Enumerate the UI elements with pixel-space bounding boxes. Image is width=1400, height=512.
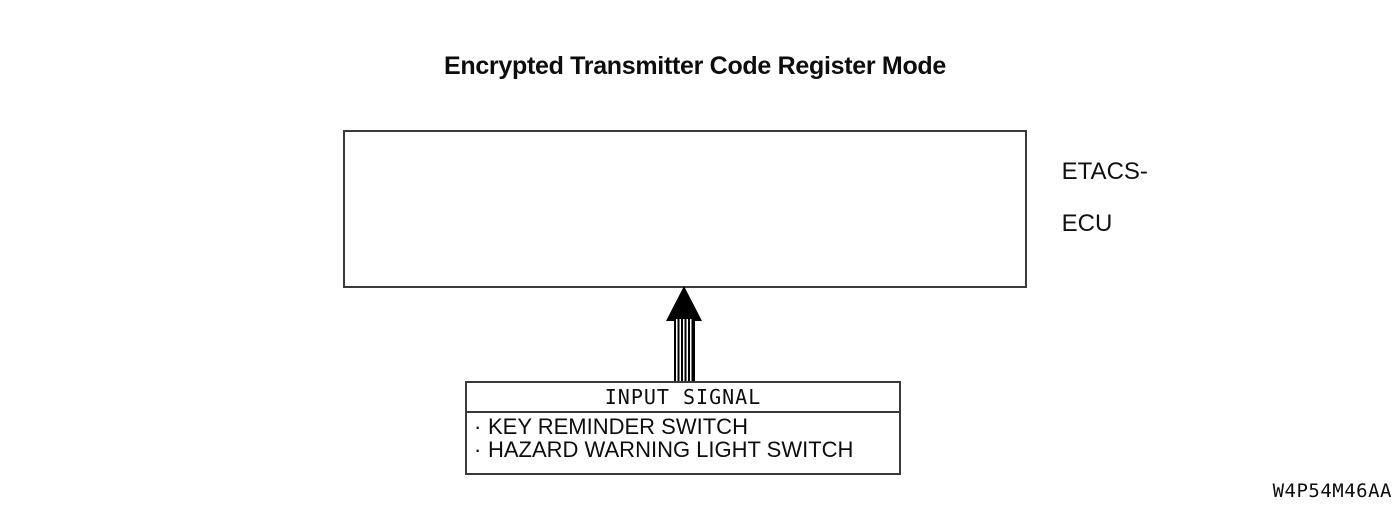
signal-item-label: KEY REMINDER SWITCH <box>488 414 748 439</box>
list-item: ·HAZARD WARNING LIGHT SWITCH <box>474 438 895 461</box>
list-item: ·KEY REMINDER SWITCH <box>474 415 895 438</box>
bullet-icon: · <box>474 414 482 439</box>
diagram-title: Encrypted Transmitter Code Register Mode <box>443 52 946 80</box>
bullet-icon: · <box>474 437 482 462</box>
input-signal-header: INPUT SIGNAL <box>467 383 899 413</box>
up-arrow-head-icon <box>666 286 702 321</box>
signal-item-label: HAZARD WARNING LIGHT SWITCH <box>488 437 854 462</box>
etacs-ecu-box <box>343 130 1027 288</box>
up-arrow-striped-shaft <box>674 319 695 381</box>
figure-code: W4P54M46AA <box>1272 480 1392 502</box>
input-signal-box: INPUT SIGNAL ·KEY REMINDER SWITCH ·HAZAR… <box>465 381 901 475</box>
etacs-ecu-label-line2: ECU <box>1061 210 1113 237</box>
etacs-ecu-label-line1: ETACS- <box>1061 158 1148 185</box>
input-signal-list: ·KEY REMINDER SWITCH ·HAZARD WARNING LIG… <box>467 413 899 461</box>
etacs-ecu-label: ETACS- ECU <box>1035 133 1148 263</box>
